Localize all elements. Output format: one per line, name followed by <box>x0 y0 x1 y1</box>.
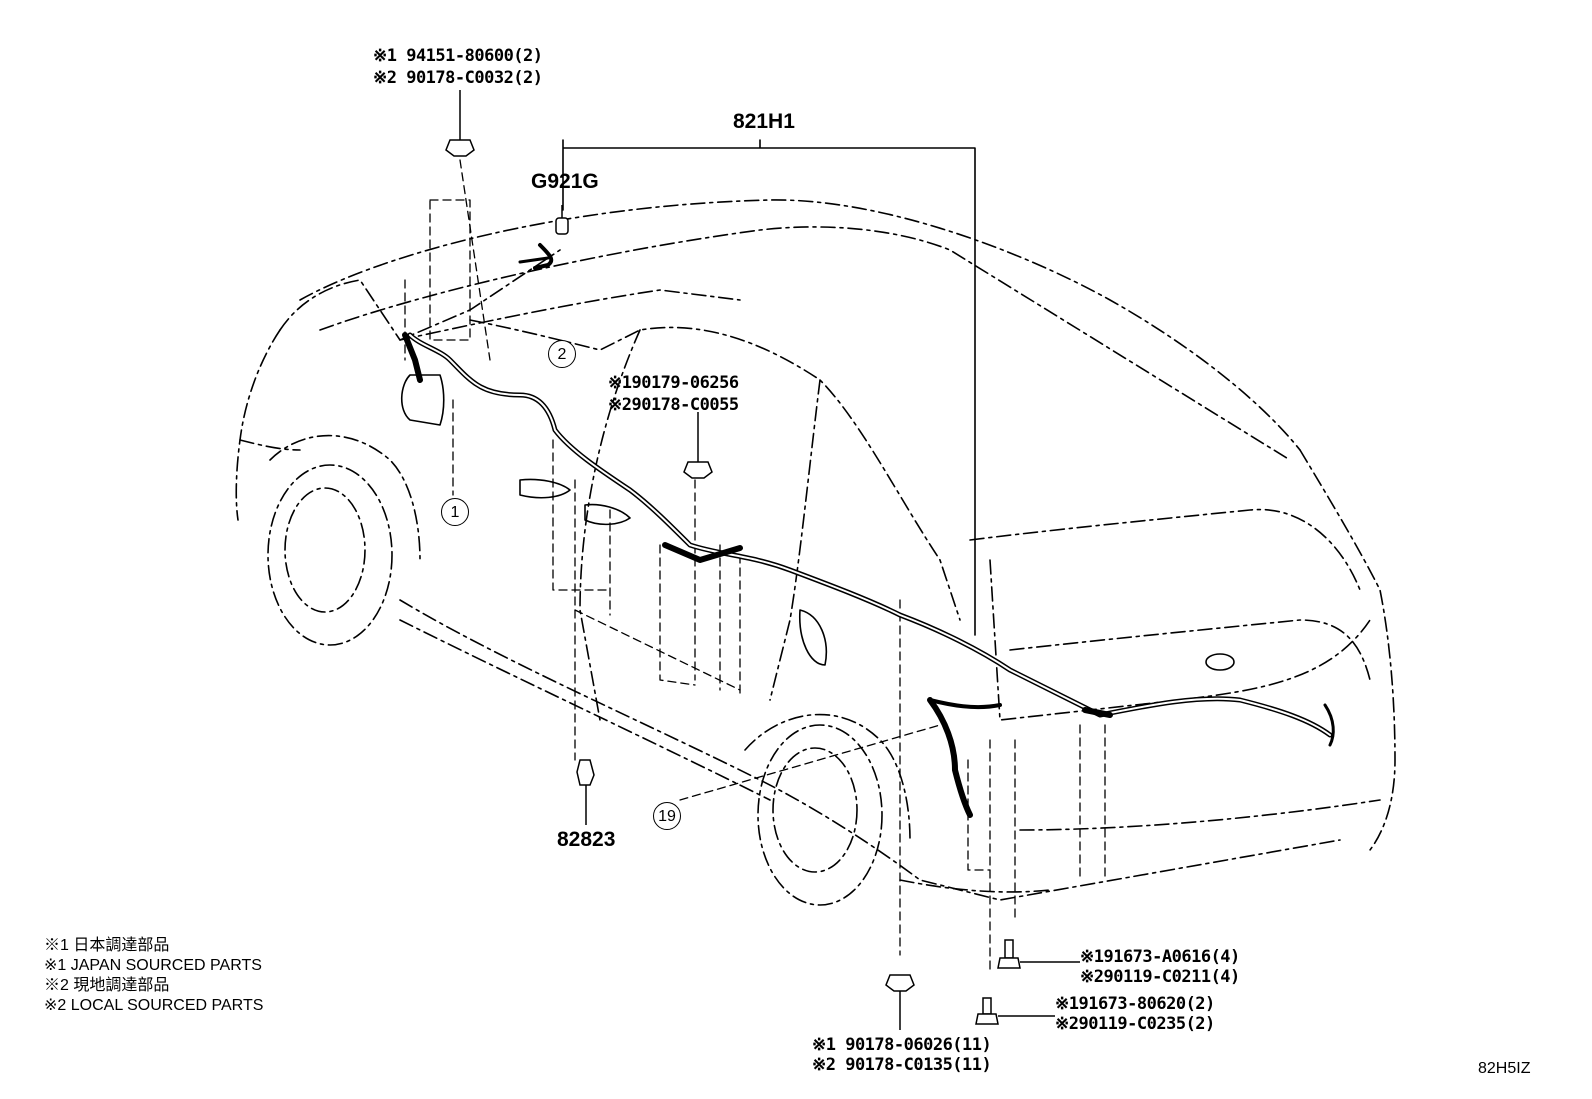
callout-2: 2 <box>548 340 576 368</box>
fastener-middle-line2: ※290178-C0055 <box>608 395 739 415</box>
part-82823-icon <box>576 759 595 825</box>
callout-1: 1 <box>441 498 469 526</box>
fastener-middle-line1: ※190179-06256 <box>608 373 739 393</box>
clip-icon-middle <box>683 412 713 479</box>
door-handle-front <box>519 478 571 499</box>
clip-icon-top <box>445 90 475 157</box>
fastener-top-left-line2: ※2 90178-C0032(2) <box>373 68 543 88</box>
front-wheel <box>267 434 421 646</box>
fastener-right-lower-line2: ※290119-C0235(2) <box>1055 1014 1215 1034</box>
fastener-right-upper-line2: ※290119-C0211(4) <box>1080 967 1240 987</box>
legend-line-4: ※2 LOCAL SOURCED PARTS <box>44 997 264 1014</box>
vehicle-body-outline <box>235 199 1396 901</box>
fastener-right-upper-line1: ※191673-A0616(4) <box>1080 947 1240 967</box>
door-handle-rear <box>584 503 631 526</box>
fastener-right-lower-line1: ※191673-80620(2) <box>1055 994 1215 1014</box>
assembly-label: 821H1 <box>733 110 795 133</box>
fastener-top-left-line1: ※1 94151-80600(2) <box>373 46 543 66</box>
clip-icon-bottom <box>885 974 915 1030</box>
rear-wheel <box>744 713 911 906</box>
part-82823-label: 82823 <box>557 828 616 851</box>
bolt-icon-lower <box>975 997 1055 1025</box>
diagram-code: 82H5IZ <box>1478 1060 1531 1077</box>
leader-lines <box>404 159 1106 971</box>
fuel-door <box>799 609 827 666</box>
part-g921g-label: G921G <box>531 170 599 193</box>
side-mirror <box>400 374 445 426</box>
legend-line-1: ※1 日本調達部品 <box>44 937 170 954</box>
g921g-connector <box>555 205 569 235</box>
rear-emblem <box>1205 653 1235 671</box>
assembly-bracket <box>562 139 976 636</box>
fastener-bottom-center-line2: ※2 90178-C0135(11) <box>812 1055 992 1075</box>
fastener-bottom-center-line1: ※1 90178-06026(11) <box>812 1035 992 1055</box>
legend-line-3: ※2 現地調達部品 <box>44 977 170 994</box>
legend: ※1 日本調達部品 ※1 JAPAN SOURCED PARTS ※2 現地調達… <box>44 936 263 1016</box>
wire-harness <box>402 243 1335 818</box>
bolt-icon-upper <box>997 939 1080 969</box>
legend-line-2: ※1 JAPAN SOURCED PARTS <box>44 957 262 974</box>
callout-19: 19 <box>653 802 681 830</box>
